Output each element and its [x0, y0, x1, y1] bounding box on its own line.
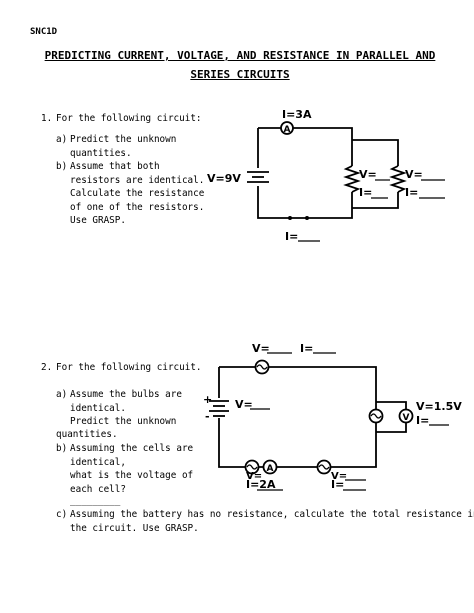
q2-battery-minus: - — [205, 410, 210, 423]
q2-part-c-letter: c) — [56, 509, 68, 520]
q2-part-c-line1: Assuming the battery has no resistance, … — [70, 509, 474, 520]
q1-r1-voltage-label: V= — [359, 168, 377, 181]
title-line-2: SERIES CIRCUITS — [190, 68, 290, 81]
q2-top-current-label: I= — [300, 342, 313, 355]
q2-wire-loop — [218, 366, 377, 468]
q2-right-voltage-label: V=1.5V — [416, 400, 462, 413]
q2-part-b-letter: b) — [56, 443, 68, 454]
q2-number: 2. — [41, 362, 53, 373]
q1-source-voltage-label: V=9V — [207, 172, 241, 185]
q2-voltmeter — [398, 408, 414, 424]
q1-part-b-line5: Use GRASP. — [70, 215, 126, 226]
q2-top-bulb-filament — [256, 364, 268, 370]
page-title: PREDICTING CURRENT, VOLTAGE, AND RESISTA… — [30, 46, 450, 84]
q1-number: 1. — [41, 113, 53, 124]
q1-part-a-line2: quantities. — [70, 147, 132, 159]
q2-top-voltage-label: V= — [252, 342, 270, 355]
q1-resistor-2 — [389, 165, 407, 193]
q2-part-b-line4: each cell? — [70, 483, 126, 495]
q2-bottom-left-current-label: I=2A — [246, 478, 276, 491]
q1-part-b-line3: Calculate the resistance — [70, 188, 205, 199]
q2-part-a-line2: identical. — [70, 402, 126, 414]
q2-prompt: For the following circuit. — [56, 362, 202, 373]
q2-right-bulb-filament — [370, 413, 382, 419]
q2-battery-gap — [208, 398, 232, 418]
q1-node-dot-2 — [305, 216, 309, 220]
q2-ammeter — [262, 459, 278, 475]
q1-part-a-text: Predict the unknown quantities. — [70, 133, 176, 160]
q2-answer-blank: _________ — [70, 495, 121, 506]
q2-part-b-line1: Assuming the cells are — [70, 443, 194, 454]
course-code: SNC1D — [30, 27, 58, 37]
q1-r2-current-label: I= — [405, 186, 418, 199]
q2-part-a-letter: a) — [56, 389, 68, 400]
q2-part-c-line2: the circuit. Use GRASP. — [70, 522, 199, 534]
q1-part-a-letter: a) — [56, 134, 68, 145]
q2-part-a-line1: Assume the bulbs are — [70, 389, 182, 400]
q1-bottom-current-label: I= — [285, 230, 298, 243]
q1-prompt: For the following circuit: — [56, 113, 202, 124]
q2-voltmeter-label: V — [403, 413, 410, 423]
q1-node-dot-1 — [288, 216, 292, 220]
q2-bottom-right-current-label: I= — [331, 478, 344, 491]
q1-r2-voltage-label: V= — [405, 168, 423, 181]
q2-bottom-left-voltage-label: V= — [246, 471, 262, 482]
q2-battery-voltage-label: V= — [235, 398, 253, 411]
q1-part-b-line4: of one of the resistors. — [70, 201, 205, 213]
q1-ammeter — [280, 121, 294, 135]
q2-part-b-line2: identical, — [70, 456, 126, 468]
q2-bottom-left-bulb-filament — [246, 464, 258, 470]
q1-total-current-label: I=3A — [282, 108, 312, 121]
q2-bottom-right-bulb-filament — [318, 464, 330, 470]
q1-r1-current-label: I= — [359, 186, 372, 199]
q1-ammeter-label: A — [284, 125, 291, 135]
q2-part-b-text: Assuming the cells are identical, what i… — [70, 442, 193, 496]
q1-part-b-line2: resistors are identical. — [70, 174, 205, 186]
q2-part-c-text: Assuming the battery has no resistance, … — [70, 508, 474, 535]
q2-part-a-line3: Predict the unknown — [70, 416, 177, 427]
q2-part-b-line3: what is the voltage of — [70, 470, 194, 481]
q1-resistor-1 — [343, 165, 361, 193]
q2-battery-plus: + — [203, 393, 212, 406]
q2-part-a-text: Assume the bulbs are identical. Predict … — [70, 388, 182, 429]
q1-part-b-text: Assume that both resistors are identical… — [70, 160, 204, 228]
q1-part-b-line1: Assume that both — [70, 161, 160, 172]
title-line-1: PREDICTING CURRENT, VOLTAGE, AND RESISTA… — [44, 49, 436, 62]
q2-part-a-line4: quantities. — [56, 429, 118, 440]
q2-ammeter-label: A — [267, 464, 274, 474]
q1-part-a-line1: Predict the unknown — [70, 134, 177, 145]
q2-bottom-right-voltage-label: V= — [331, 471, 347, 482]
q1-part-b-letter: b) — [56, 161, 68, 172]
q1-wire-top — [257, 127, 353, 219]
q2-right-current-label: I= — [416, 414, 429, 427]
